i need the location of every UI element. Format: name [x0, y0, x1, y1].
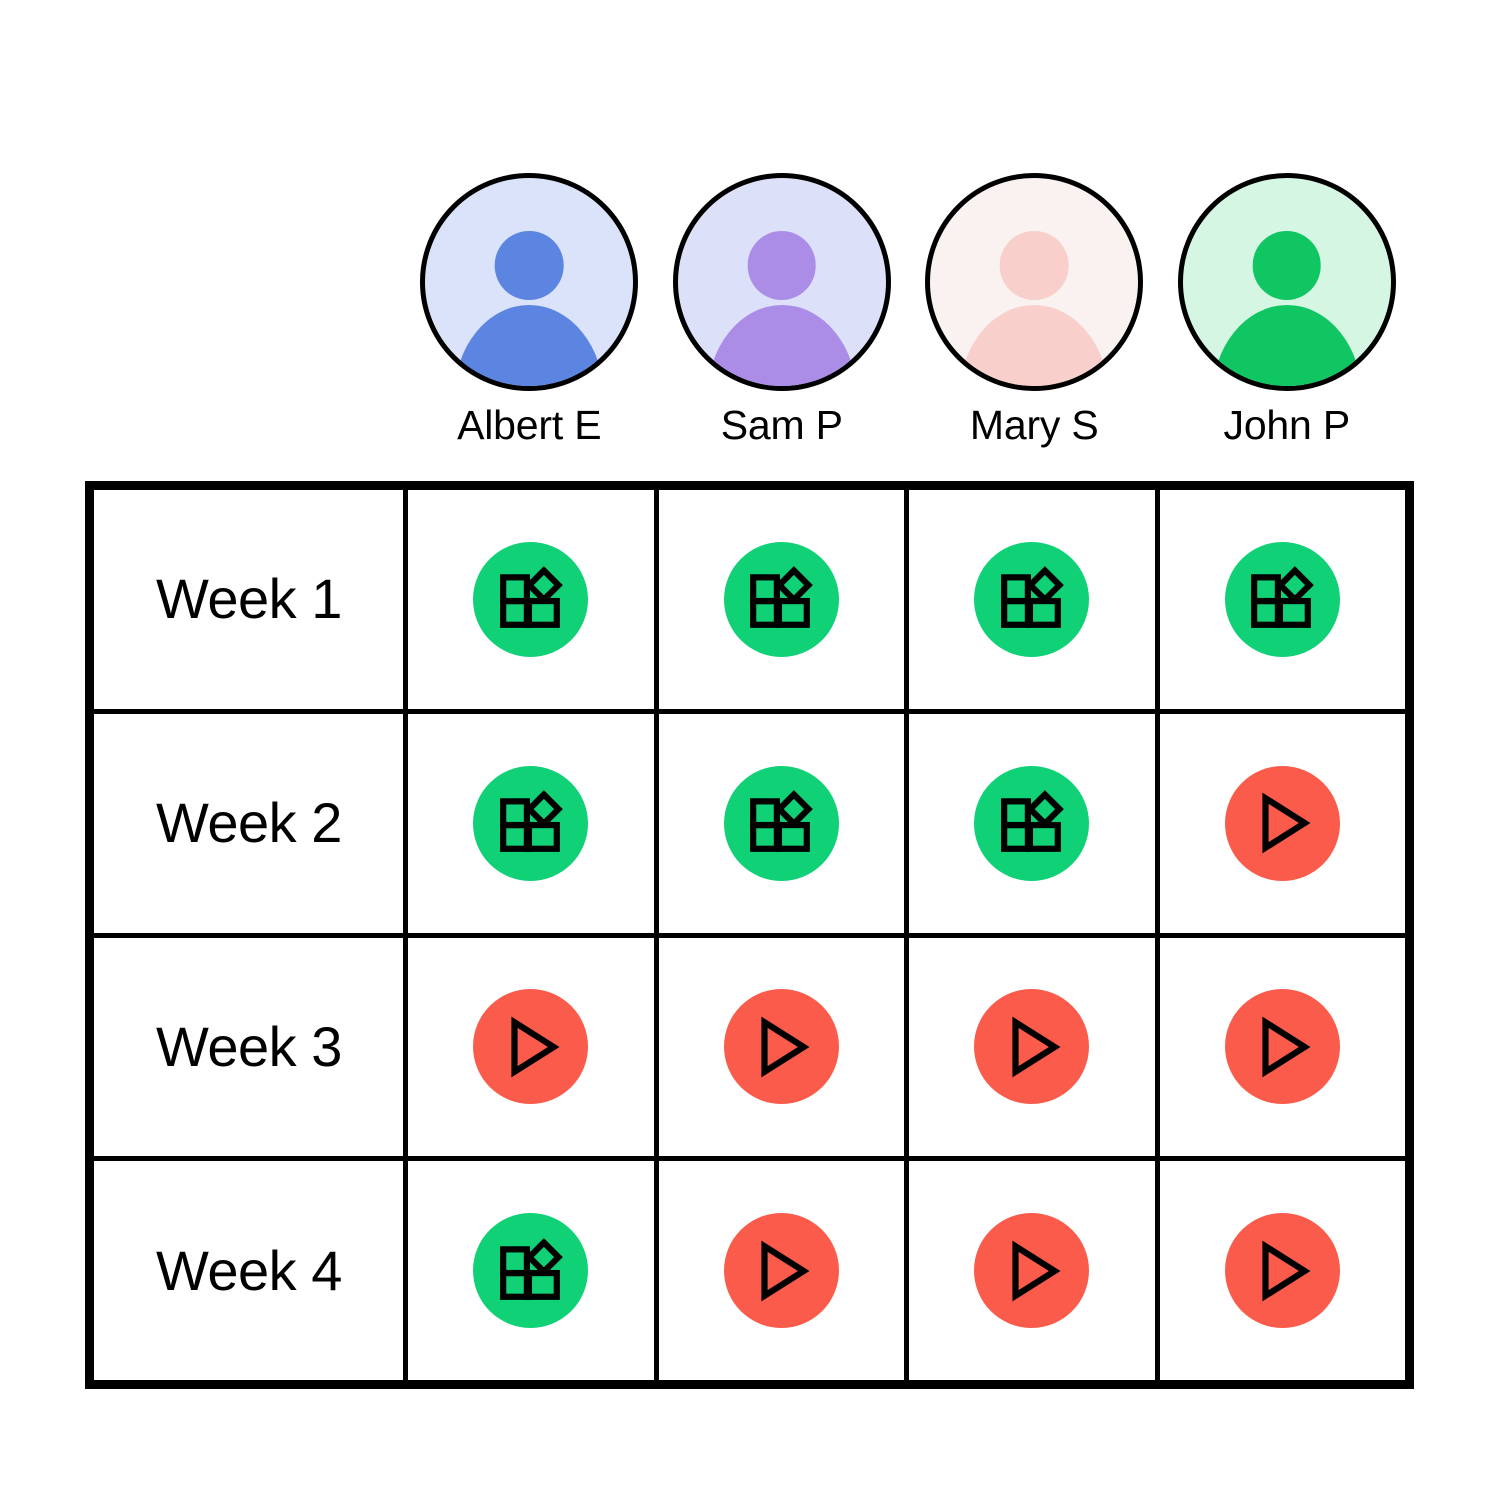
person-avatar-icon[interactable] [420, 173, 639, 391]
status-badge-done[interactable] [723, 765, 839, 881]
status-badge-done[interactable] [1224, 541, 1340, 657]
status-badge-pending[interactable] [473, 989, 589, 1105]
play-triangle-icon [1262, 1240, 1311, 1301]
table-row: Week 1 [94, 490, 1405, 714]
status-cell[interactable] [659, 713, 909, 933]
status-badge-done[interactable] [473, 541, 589, 657]
dashboard-widgets-icon [1000, 566, 1064, 629]
status-cell[interactable] [408, 1161, 659, 1380]
avatar-body-shape [1211, 304, 1362, 386]
status-badge-done[interactable] [473, 765, 589, 881]
dashboard-widgets-icon [499, 1237, 563, 1300]
team-member-1[interactable]: Albert E [403, 173, 656, 446]
play-triangle-icon [761, 1240, 810, 1301]
dashboard-widgets-icon [1000, 790, 1064, 852]
status-cell[interactable] [1160, 490, 1406, 709]
status-badge-done[interactable] [473, 1213, 589, 1329]
team-member-name: Albert E [457, 402, 602, 448]
status-cell[interactable] [909, 1161, 1160, 1380]
status-cell[interactable] [909, 713, 1160, 933]
status-cell[interactable] [1160, 938, 1406, 1157]
week-label: Week 1 [94, 490, 408, 709]
dashboard-widgets-icon [750, 790, 814, 852]
team-member-header: Albert E Sam P Mary S John P [403, 173, 1413, 446]
play-triangle-icon [1262, 792, 1311, 854]
avatar-body-shape [959, 304, 1110, 386]
play-triangle-icon [761, 1016, 810, 1078]
avatar-body-shape [454, 304, 605, 386]
table-row: Week 2 [94, 713, 1406, 938]
play-triangle-icon [511, 1016, 560, 1078]
week-label: Week 3 [94, 937, 408, 1157]
avatar-head-shape [999, 231, 1069, 300]
play-triangle-icon [1262, 1016, 1311, 1078]
weekly-status-matrix: Week 1 Week 2 [85, 481, 1414, 1389]
play-triangle-icon [1012, 1016, 1061, 1078]
status-cell[interactable] [659, 1161, 909, 1380]
team-member-name: John P [1223, 402, 1351, 448]
avatar-head-shape [1252, 231, 1322, 300]
dashboard-widgets-icon [1251, 566, 1315, 629]
avatar-body-shape [706, 304, 857, 386]
team-member-2[interactable]: Sam P [656, 173, 909, 446]
status-cell[interactable] [909, 490, 1160, 709]
status-badge-pending[interactable] [1224, 1213, 1340, 1329]
week-label: Week 2 [94, 713, 408, 933]
table-row: Week 4 [94, 1161, 1405, 1380]
status-cell[interactable] [659, 490, 909, 709]
team-member-4[interactable]: John P [1161, 173, 1414, 446]
status-cell[interactable] [408, 490, 659, 709]
table-row: Week 3 [94, 937, 1406, 1162]
status-cell[interactable] [909, 937, 1160, 1157]
status-badge-done[interactable] [723, 541, 839, 657]
person-avatar-icon[interactable] [672, 173, 891, 391]
dashboard-widgets-icon [499, 566, 563, 629]
status-badge-done[interactable] [974, 541, 1090, 657]
dashboard-widgets-icon [499, 790, 563, 852]
avatar-head-shape [494, 231, 564, 300]
week-label: Week 4 [94, 1161, 408, 1380]
status-cell[interactable] [408, 713, 659, 933]
status-cell[interactable] [1160, 714, 1406, 933]
play-triangle-icon [1012, 1240, 1061, 1301]
status-badge-pending[interactable] [1224, 765, 1340, 881]
status-cell[interactable] [659, 937, 909, 1157]
dashboard-widgets-icon [750, 566, 814, 629]
team-member-3[interactable]: Mary S [908, 173, 1161, 446]
status-badge-pending[interactable] [723, 1213, 839, 1329]
team-member-name: Mary S [969, 402, 1099, 448]
person-avatar-icon[interactable] [1177, 173, 1396, 391]
avatar-head-shape [747, 231, 817, 300]
team-member-name: Sam P [720, 402, 843, 448]
status-badge-pending[interactable] [974, 989, 1090, 1105]
person-avatar-icon[interactable] [925, 173, 1144, 391]
status-badge-pending[interactable] [974, 1213, 1090, 1329]
status-cell[interactable] [408, 937, 659, 1157]
status-badge-pending[interactable] [1224, 989, 1340, 1105]
status-badge-done[interactable] [974, 765, 1090, 881]
status-cell[interactable] [1160, 1161, 1406, 1380]
status-badge-pending[interactable] [723, 989, 839, 1105]
